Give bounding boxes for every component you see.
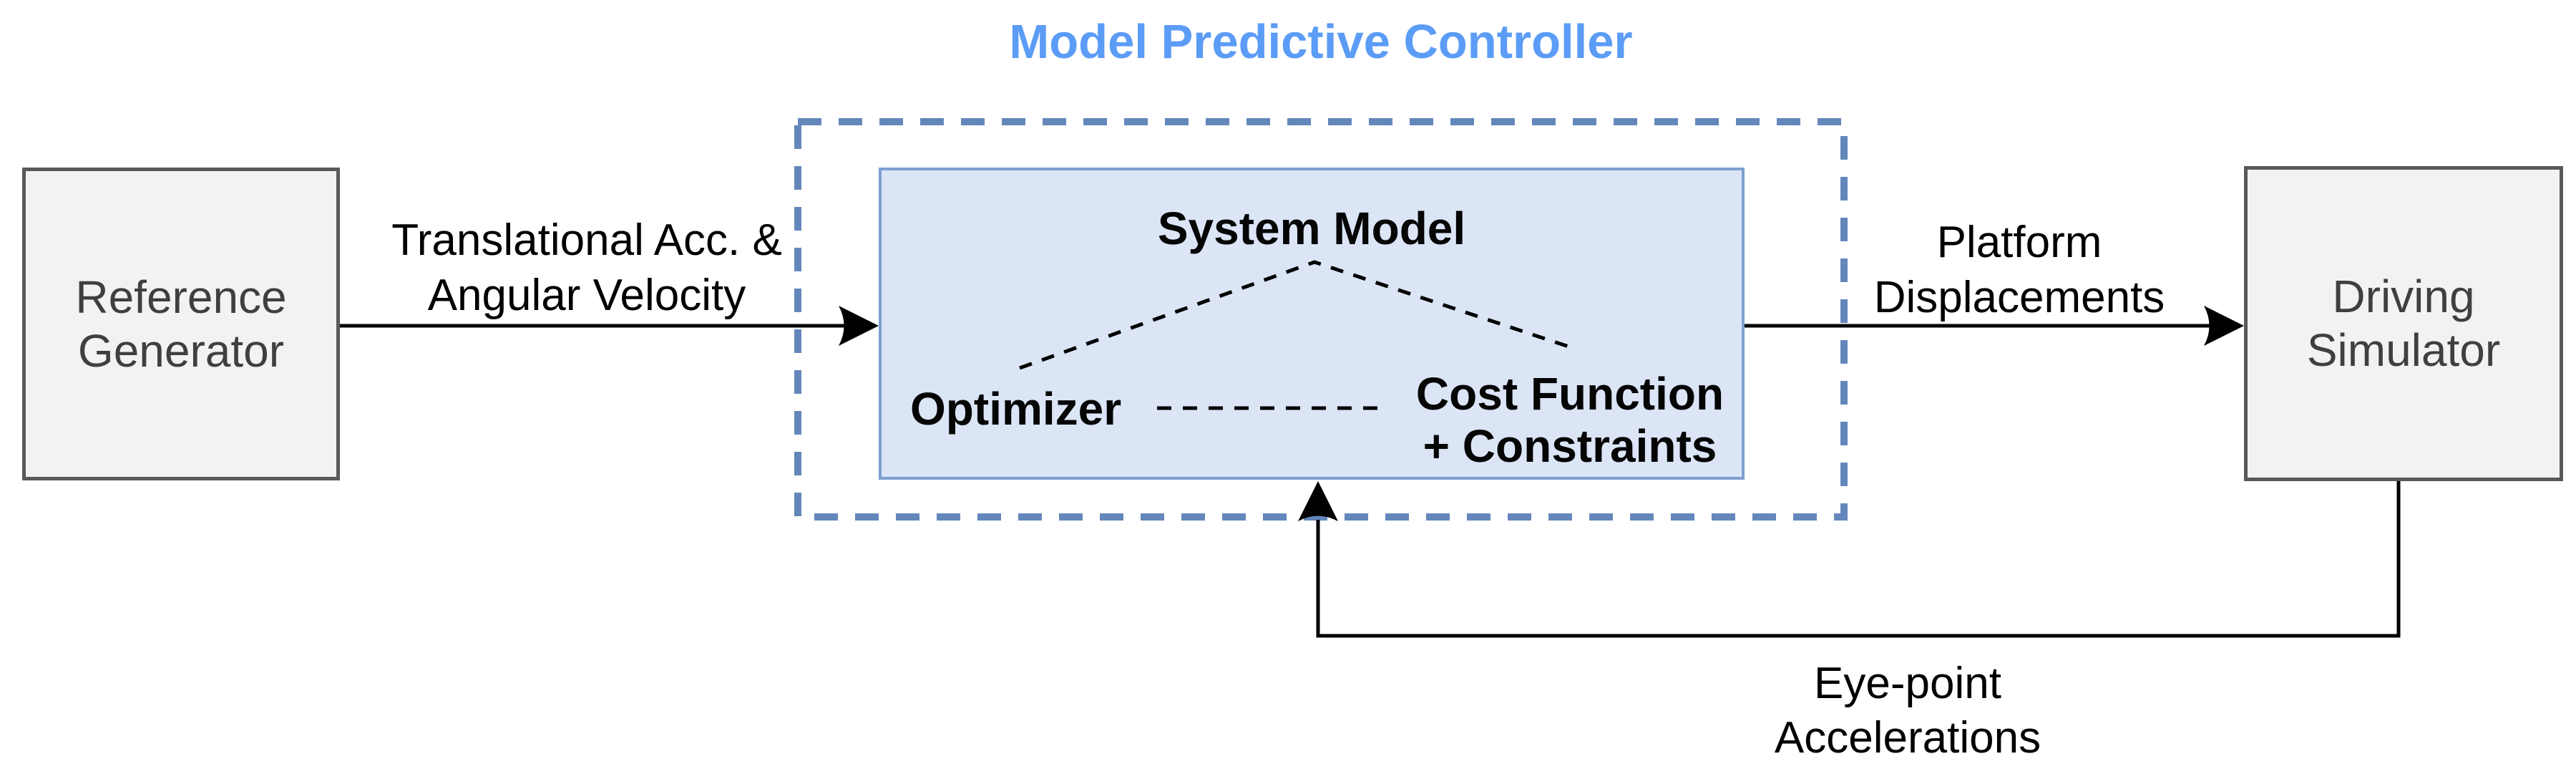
reference-generator-block: Reference Generator (22, 168, 340, 480)
block-label-line: Simulator (2306, 324, 2501, 376)
cost-function-line: + Constraints (1423, 420, 1717, 472)
label-line: Translational Acc. & (391, 216, 782, 265)
reference-generator-label: Reference Generator (75, 271, 286, 378)
system-model-links-dashed (1019, 260, 1571, 370)
label-line: Eye-point (1814, 659, 2001, 708)
label-line: Displacements (1873, 273, 2165, 322)
block-label-line: Generator (77, 324, 285, 377)
feedback-line (1316, 481, 2401, 638)
driving-simulator-block: Driving Simulator (2244, 166, 2563, 481)
block-label-line: Reference (75, 271, 287, 323)
feedback-signal-label: Eye-point Accelerations (1775, 657, 2041, 765)
cost-function-label: Cost Function + Constraints (1416, 368, 1724, 473)
label-line: Platform (1936, 218, 2102, 267)
input-arrowhead-icon (839, 306, 879, 346)
label-line: Accelerations (1774, 713, 2041, 763)
diagram-title: Model Predictive Controller (1009, 15, 1633, 69)
label-line: Angular Velocity (427, 271, 746, 320)
block-label-line: Driving (2332, 271, 2475, 322)
driving-simulator-label: Driving Simulator (2307, 270, 2500, 377)
output-arrowhead-icon (2204, 306, 2244, 346)
system-model-label: System Model (1157, 203, 1466, 254)
mpc-dashed-boundary (794, 118, 1848, 521)
input-signal-label: Translational Acc. & Angular Velocity (391, 213, 782, 323)
feedback-arrowhead-icon (1298, 481, 1338, 521)
mpc-inner-box: System Model Optimizer Cost Function + C… (879, 168, 1745, 480)
output-signal-label: Platform Displacements (1874, 215, 2165, 325)
optimizer-label: Optimizer (910, 383, 1122, 435)
cost-function-line: Cost Function (1415, 368, 1724, 420)
